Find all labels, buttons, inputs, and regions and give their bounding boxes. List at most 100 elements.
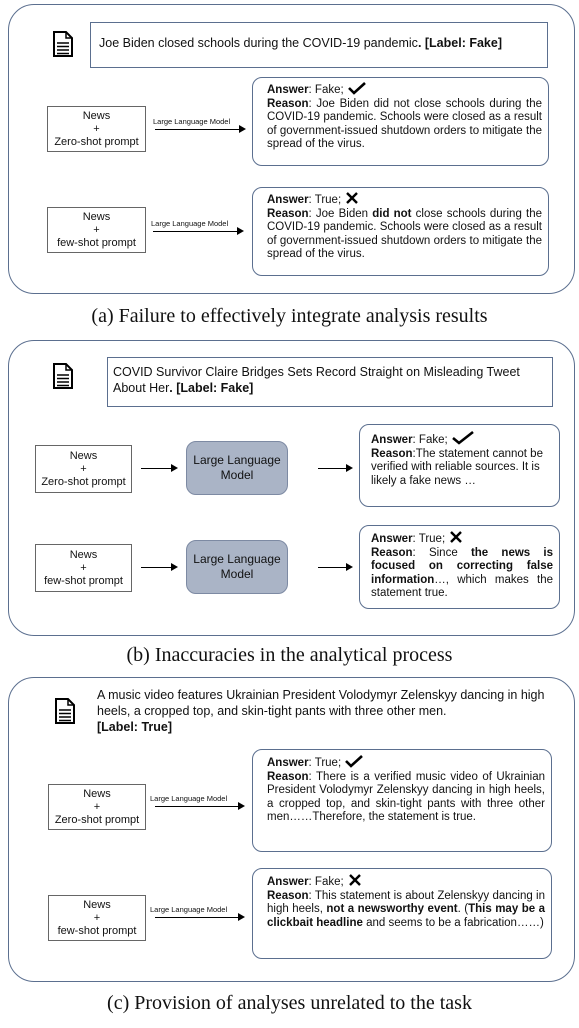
reason-label: Reason bbox=[267, 97, 309, 110]
plus-label: + bbox=[80, 561, 87, 574]
arrow-label: Large Language Model bbox=[151, 219, 229, 228]
claim-box-b: COVID Survivor Claire Bridges Sets Recor… bbox=[107, 357, 553, 407]
llm-box-b2: Large Language Model bbox=[186, 540, 288, 594]
claim-label: [Label: True] bbox=[97, 720, 173, 734]
answer-label: Answer bbox=[267, 876, 309, 888]
reason-bold: did not bbox=[372, 207, 412, 220]
claim-text: COVID Survivor Claire Bridges Sets Recor… bbox=[113, 365, 520, 395]
news-label: News bbox=[83, 787, 111, 800]
arrow bbox=[318, 464, 353, 472]
claim-box-a: Joe Biden closed schools during the COVI… bbox=[90, 22, 548, 68]
answer-label: Answer bbox=[267, 194, 309, 206]
arrow bbox=[318, 563, 353, 571]
response-box-c2: Answer: Fake; Reason: This statement is … bbox=[252, 868, 552, 959]
document-icon bbox=[53, 31, 73, 57]
plus-label: + bbox=[80, 462, 87, 475]
claim-text-c: A music video features Ukrainian Preside… bbox=[97, 687, 557, 735]
response-box-a2: Answer: True; Reason: Joe Biden did not … bbox=[252, 187, 549, 276]
reason-text: and seems to be a fabrication……) bbox=[362, 916, 544, 929]
claim-text: A music video features Ukrainian Preside… bbox=[97, 688, 545, 718]
arrow bbox=[141, 464, 178, 472]
reason-bold: the news is focused on correcting false … bbox=[371, 546, 553, 586]
llm-label: Large Language bbox=[193, 453, 281, 467]
prompt-label: few-shot prompt bbox=[57, 236, 136, 249]
answer-label: Answer bbox=[267, 84, 309, 96]
prompt-label: Zero-shot prompt bbox=[54, 135, 139, 148]
reason-text: : There is a verified music video of Ukr… bbox=[267, 770, 545, 824]
reason-text: : Joe Biden did not close schools during… bbox=[267, 97, 542, 151]
news-label: News bbox=[83, 898, 111, 911]
news-few-shot-a: News + few-shot prompt bbox=[47, 207, 146, 253]
news-label: News bbox=[69, 449, 98, 462]
answer-value: : True; bbox=[308, 757, 342, 769]
news-zero-shot-c: News + Zero-shot prompt bbox=[48, 784, 146, 830]
answer-value: : True; bbox=[412, 533, 446, 545]
response-box-b2: Answer: True; Reason: Since the news is … bbox=[359, 525, 560, 609]
plus-label: + bbox=[93, 223, 100, 236]
claim-text: Joe Biden closed schools during the COVI… bbox=[99, 36, 418, 50]
arrow bbox=[155, 125, 246, 133]
prompt-label: Zero-shot prompt bbox=[54, 813, 140, 826]
reason-text: : Since bbox=[412, 546, 471, 559]
document-icon bbox=[53, 363, 73, 389]
answer-value: : Fake; bbox=[308, 84, 344, 96]
reason-label: Reason bbox=[371, 447, 413, 460]
reason-text: …, which makes the statement true. bbox=[371, 573, 553, 600]
arrow bbox=[155, 802, 245, 810]
document-icon bbox=[55, 698, 75, 724]
plus-label: + bbox=[93, 911, 101, 924]
prompt-label: few-shot prompt bbox=[57, 924, 137, 937]
news-label: News bbox=[82, 210, 111, 223]
reason-text: close schools during the COVID-19 pandem… bbox=[267, 207, 542, 261]
cross-icon bbox=[450, 531, 463, 543]
arrow bbox=[141, 563, 178, 571]
arrow bbox=[153, 227, 244, 235]
reason-text: . ( bbox=[457, 903, 469, 915]
response-box-b1: Answer: Fake; Reason:The statement canno… bbox=[359, 424, 560, 507]
arrow bbox=[155, 913, 245, 921]
answer-value: : True; bbox=[308, 194, 342, 206]
plus-label: + bbox=[93, 800, 101, 813]
cross-icon bbox=[349, 874, 361, 886]
arrow-label: Large Language Model bbox=[150, 905, 228, 914]
caption-a: (a) Failure to effectively integrate ana… bbox=[91, 305, 488, 327]
news-few-shot-b: News + few-shot prompt bbox=[35, 544, 132, 592]
caption-c: (c) Provision of analyses unrelated to t… bbox=[107, 992, 472, 1014]
prompt-label: Zero-shot prompt bbox=[41, 475, 126, 488]
arrow-label: Large Language Model bbox=[150, 794, 228, 803]
news-label: News bbox=[82, 109, 111, 122]
llm-box-b1: Large Language Model bbox=[186, 441, 288, 495]
check-icon bbox=[452, 430, 474, 445]
reason-text: : Joe Biden bbox=[308, 207, 373, 220]
answer-label: Answer bbox=[371, 533, 413, 545]
reason-bold: not a newsworthy event bbox=[326, 903, 458, 915]
plus-label: + bbox=[93, 122, 100, 135]
caption-b: (b) Inaccuracies in the analytical proce… bbox=[126, 644, 453, 666]
answer-label: Answer bbox=[267, 757, 309, 769]
arrow-label: Large Language Model bbox=[153, 117, 231, 126]
news-label: News bbox=[69, 548, 98, 561]
llm-label: Model bbox=[220, 567, 254, 581]
reason-text: :The statement cannot be verified with r… bbox=[371, 447, 543, 487]
check-icon bbox=[345, 755, 364, 768]
claim-label: . [Label: Fake] bbox=[169, 381, 254, 395]
response-box-c1: Answer: True; Reason: There is a verifie… bbox=[252, 749, 552, 852]
news-zero-shot-a: News + Zero-shot prompt bbox=[47, 106, 146, 152]
reason-label: Reason bbox=[267, 207, 309, 220]
reason-label: Reason bbox=[267, 770, 309, 783]
reason-bold: This may be a clickbait headline bbox=[267, 903, 545, 929]
prompt-label: few-shot prompt bbox=[44, 574, 123, 587]
reason-text: : This statement is about Zelenskyy danc… bbox=[267, 889, 545, 916]
news-few-shot-c: News + few-shot prompt bbox=[48, 895, 146, 941]
answer-value: : Fake; bbox=[412, 434, 448, 446]
response-box-a1: Answer: Fake; Reason: Joe Biden did not … bbox=[252, 77, 549, 166]
answer-value: : Fake; bbox=[308, 876, 344, 888]
llm-label: Large Language bbox=[193, 552, 281, 566]
reason-label: Reason bbox=[371, 546, 413, 559]
news-zero-shot-b: News + Zero-shot prompt bbox=[35, 445, 132, 493]
check-icon bbox=[347, 82, 366, 95]
reason-label: Reason bbox=[267, 889, 309, 902]
llm-label: Model bbox=[220, 468, 254, 482]
answer-label: Answer bbox=[371, 434, 413, 446]
claim-label: . [Label: Fake] bbox=[417, 36, 502, 50]
